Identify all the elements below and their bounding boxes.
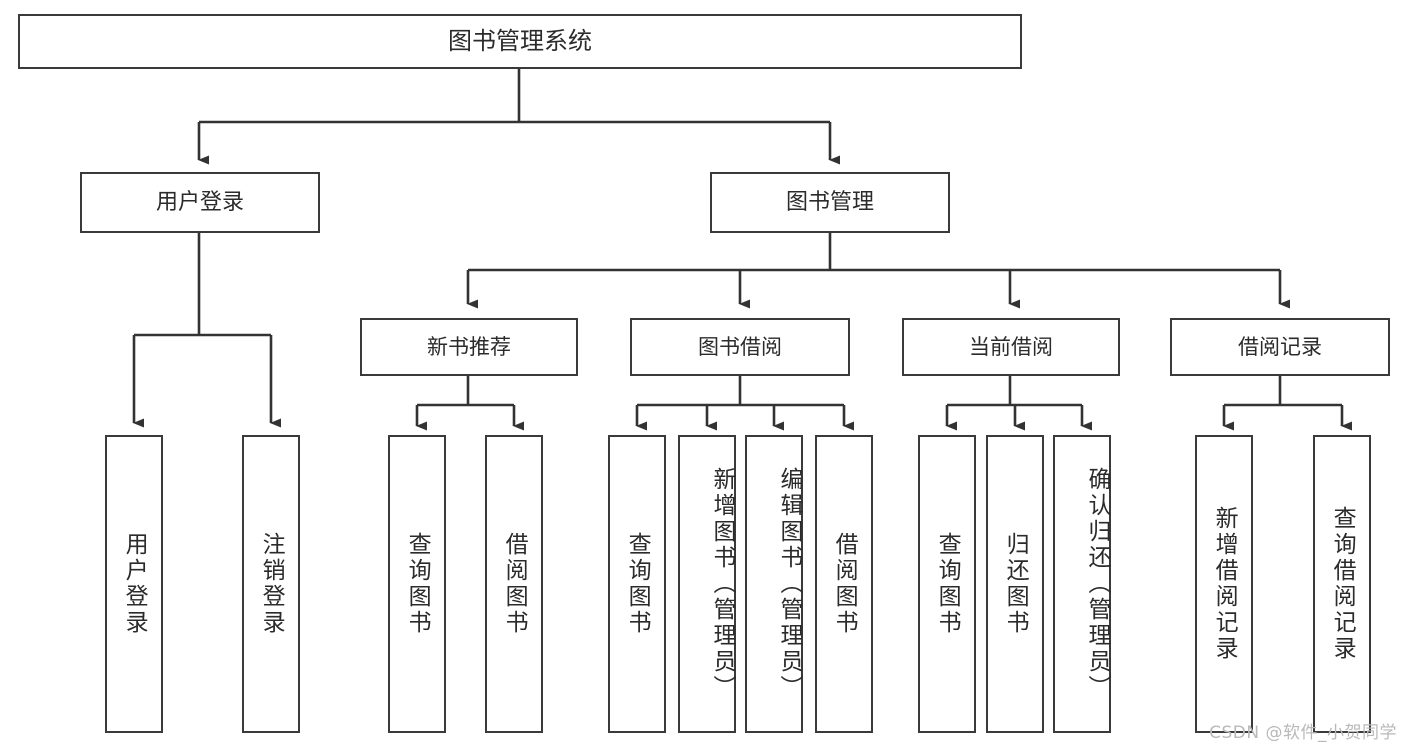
- node-leaf-add-borrow-record[interactable]: 新增借阅记录: [1195, 435, 1253, 733]
- node-label: 查询图书: [404, 532, 431, 636]
- node-label: 注销登录: [258, 532, 285, 636]
- node-leaf-return-book[interactable]: 归还图书: [986, 435, 1044, 733]
- node-label: 新书推荐: [427, 334, 511, 359]
- node-label: 新增图书（管理员）: [709, 467, 735, 701]
- node-label: 编辑图书（管理员）: [776, 467, 802, 701]
- node-label: 图书管理系统: [448, 26, 592, 55]
- node-leaf-query-borrow-record[interactable]: 查询借阅记录: [1313, 435, 1371, 733]
- node-leaf-borrow-book-new[interactable]: 借阅图书: [485, 435, 543, 733]
- node-label: 新增借阅记录: [1211, 506, 1238, 662]
- node-label: 查询借阅记录: [1329, 506, 1356, 662]
- node-current-borrow[interactable]: 当前借阅: [902, 318, 1120, 376]
- node-leaf-user-login[interactable]: 用户登录: [105, 435, 163, 733]
- node-label: 用户登录: [121, 532, 148, 636]
- node-user-login[interactable]: 用户登录: [80, 172, 320, 233]
- node-root-book-management-system[interactable]: 图书管理系统: [18, 14, 1022, 69]
- node-label: 图书管理: [785, 189, 874, 215]
- node-borrow-record[interactable]: 借阅记录: [1170, 318, 1390, 376]
- node-label: 确认归还（管理员）: [1084, 467, 1110, 701]
- node-label: 图书借阅: [698, 334, 782, 359]
- node-leaf-query-book-current[interactable]: 查询图书: [918, 435, 976, 733]
- node-label: 查询图书: [624, 532, 651, 636]
- node-book-management[interactable]: 图书管理: [710, 172, 950, 233]
- node-leaf-borrow-book[interactable]: 借阅图书: [815, 435, 873, 733]
- node-book-borrow[interactable]: 图书借阅: [630, 318, 850, 376]
- node-leaf-query-book-borrow[interactable]: 查询图书: [608, 435, 666, 733]
- node-leaf-confirm-return-admin[interactable]: 确认归还（管理员）: [1053, 435, 1111, 733]
- node-leaf-add-book-admin[interactable]: 新增图书（管理员）: [678, 435, 736, 733]
- node-leaf-query-book-new[interactable]: 查询图书: [388, 435, 446, 733]
- node-leaf-edit-book-admin[interactable]: 编辑图书（管理员）: [745, 435, 803, 733]
- node-new-book-recommendation[interactable]: 新书推荐: [360, 318, 578, 376]
- node-label: 借阅图书: [501, 532, 528, 636]
- node-label: 归还图书: [1002, 532, 1029, 636]
- csdn-watermark: CSDN @软件_小贺同学: [1209, 723, 1397, 743]
- node-label: 借阅图书: [831, 532, 858, 636]
- node-leaf-logout-login[interactable]: 注销登录: [242, 435, 300, 733]
- node-label: 查询图书: [934, 532, 961, 636]
- node-label: 当前借阅: [969, 334, 1053, 359]
- node-label: 用户登录: [155, 189, 244, 215]
- node-label: 借阅记录: [1238, 334, 1322, 359]
